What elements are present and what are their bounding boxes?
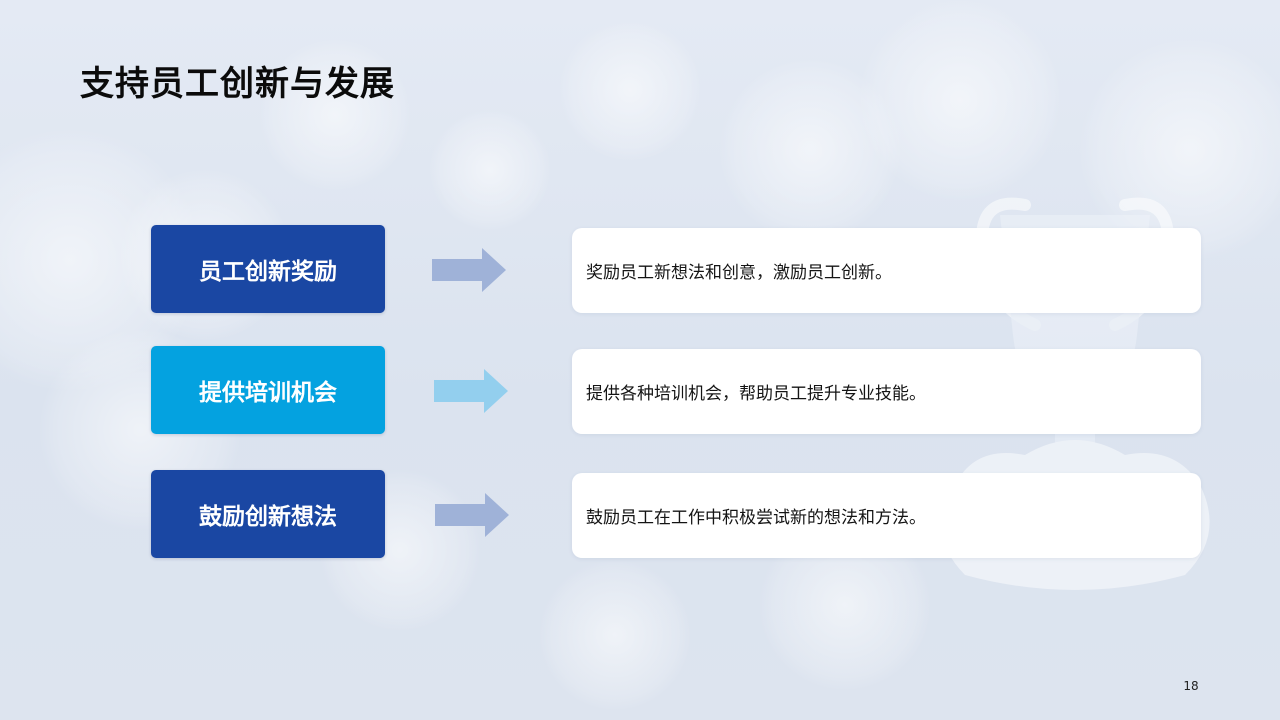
item-label-box: 员工创新奖励 xyxy=(151,225,385,313)
bokeh-light xyxy=(260,40,410,190)
item-description-card: 提供各种培训机会，帮助员工提升专业技能。 xyxy=(572,349,1201,434)
item-label: 提供培训机会 xyxy=(199,380,337,406)
arrow-right-icon xyxy=(434,369,508,413)
arrow-right-icon xyxy=(435,493,509,537)
item-label-box: 鼓励创新想法 xyxy=(151,470,385,558)
bokeh-light xyxy=(560,20,700,160)
item-description-card: 鼓励员工在工作中积极尝试新的想法和方法。 xyxy=(572,473,1201,558)
bokeh-light xyxy=(1080,40,1280,260)
bokeh-light xyxy=(430,110,550,230)
item-description: 鼓励员工在工作中积极尝试新的想法和方法。 xyxy=(586,508,926,528)
item-label-box: 提供培训机会 xyxy=(151,346,385,434)
item-row-employee-innovation-award: 员工创新奖励 奖励员工新想法和创意，激励员工创新。 xyxy=(0,225,1280,315)
item-row-training-opportunities: 提供培训机会 提供各种培训机会，帮助员工提升专业技能。 xyxy=(0,346,1280,436)
bokeh-light xyxy=(860,0,1060,200)
item-description: 奖励员工新想法和创意，激励员工创新。 xyxy=(586,263,892,283)
item-description-card: 奖励员工新想法和创意，激励员工创新。 xyxy=(572,228,1201,313)
item-row-encourage-ideas: 鼓励创新想法 鼓励员工在工作中积极尝试新的想法和方法。 xyxy=(0,470,1280,560)
page-title: 支持员工创新与发展 xyxy=(80,64,395,104)
page-number: 18 xyxy=(1183,679,1199,693)
arrow-right-icon xyxy=(432,248,506,292)
bokeh-light xyxy=(540,560,690,710)
item-label: 员工创新奖励 xyxy=(199,259,337,285)
item-label: 鼓励创新想法 xyxy=(199,504,337,530)
item-description: 提供各种培训机会，帮助员工提升专业技能。 xyxy=(586,384,926,404)
